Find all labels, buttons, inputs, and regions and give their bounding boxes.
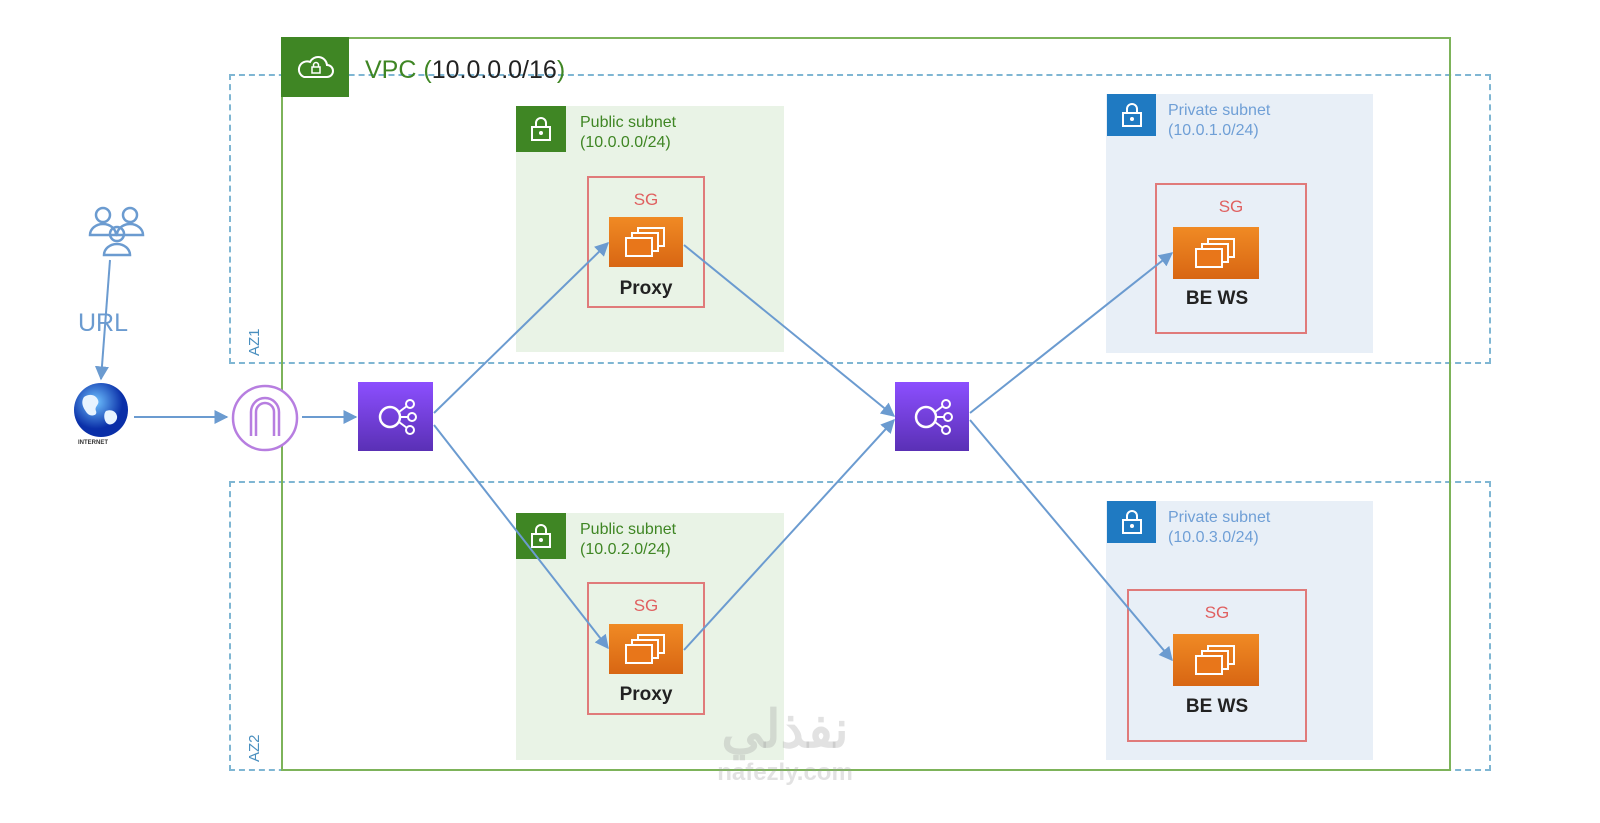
arrow-users-to-internet bbox=[94, 259, 111, 381]
private-subnet-1-label: Private subnet (10.0.1.0/24) bbox=[1168, 101, 1270, 141]
cloud-lock-icon bbox=[297, 56, 334, 78]
subnet-cidr: (10.0.2.0/24) bbox=[580, 541, 671, 558]
subnet-title: Private subnet bbox=[1168, 509, 1271, 526]
sg-label: SG bbox=[1218, 197, 1244, 216]
security-group: SG BE WS bbox=[1127, 589, 1307, 742]
sg-label: SG bbox=[633, 190, 659, 209]
security-group: SG BE WS bbox=[1155, 183, 1307, 334]
watermark: نفذلي nafezly.com bbox=[680, 700, 890, 786]
subnet-title: Private subnet bbox=[1168, 102, 1271, 119]
arrow-elb2-to-bews2 bbox=[969, 419, 1173, 662]
lock-icon bbox=[1107, 501, 1156, 543]
arrow-proxy2-to-elb2 bbox=[683, 418, 895, 651]
lock-icon bbox=[1107, 94, 1156, 136]
vpc-header-badge bbox=[281, 37, 349, 97]
arrow-elb-to-proxy1 bbox=[433, 242, 610, 414]
public-subnet-1-label: Public subnet (10.0.0.0/24) bbox=[580, 113, 676, 153]
load-balancer-icon bbox=[378, 398, 417, 435]
load-balancer-internal bbox=[895, 382, 969, 451]
subnet-cidr: (10.0.1.0/24) bbox=[1168, 122, 1259, 139]
arrow-elb2-to-bews1 bbox=[969, 252, 1174, 414]
arrow-proxy1-to-elb2 bbox=[683, 244, 896, 417]
instance-label: BE WS bbox=[1185, 288, 1249, 309]
watermark-arabic: نفذلي bbox=[721, 701, 849, 759]
public-subnet-2-label: Public subnet (10.0.2.0/24) bbox=[580, 520, 676, 560]
private-subnet-1 bbox=[1106, 94, 1373, 353]
subnet-title: Public subnet bbox=[580, 114, 677, 131]
users-icon bbox=[88, 206, 145, 257]
vpc-cidr: 10.0.0.0/16 bbox=[431, 56, 557, 84]
sg-label: SG bbox=[1204, 603, 1230, 622]
subnet-title: Public subnet bbox=[580, 521, 677, 538]
security-group: SG Proxy bbox=[587, 176, 705, 308]
load-balancer-public bbox=[358, 382, 433, 451]
subnet-cidr: (10.0.3.0/24) bbox=[1168, 529, 1259, 546]
url-label: URL bbox=[78, 309, 129, 337]
ec2-instance-icon bbox=[609, 217, 683, 267]
lock-icon bbox=[516, 513, 566, 559]
internet-label: INTERNET bbox=[78, 440, 108, 446]
security-group: SG Proxy bbox=[587, 582, 705, 715]
vpc-title-suffix: ) bbox=[556, 56, 566, 84]
private-subnet-2 bbox=[1106, 501, 1373, 760]
availability-zone-1 bbox=[229, 74, 1491, 364]
internet-globe-icon bbox=[74, 383, 128, 437]
instance-label: Proxy bbox=[619, 684, 673, 705]
arrow-elb-to-proxy2 bbox=[433, 424, 609, 650]
private-subnet-2-label: Private subnet (10.0.3.0/24) bbox=[1168, 508, 1270, 548]
sg-label: SG bbox=[633, 596, 659, 615]
ec2-instance-icon bbox=[1173, 634, 1259, 686]
instance-label: BE WS bbox=[1185, 696, 1249, 717]
ec2-instance-icon bbox=[609, 624, 683, 674]
subnet-cidr: (10.0.0.0/24) bbox=[580, 134, 671, 151]
vpc-title: VPC (10.0.0.0/16) bbox=[365, 56, 565, 85]
instance-label: Proxy bbox=[619, 278, 673, 299]
watermark-latin: nafezly.com bbox=[717, 759, 853, 786]
ec2-instance-icon bbox=[1173, 227, 1259, 279]
load-balancer-icon bbox=[914, 398, 953, 435]
internet-gateway-icon bbox=[231, 384, 299, 452]
lock-icon bbox=[516, 106, 566, 152]
vpc-title-prefix: VPC ( bbox=[365, 56, 432, 84]
